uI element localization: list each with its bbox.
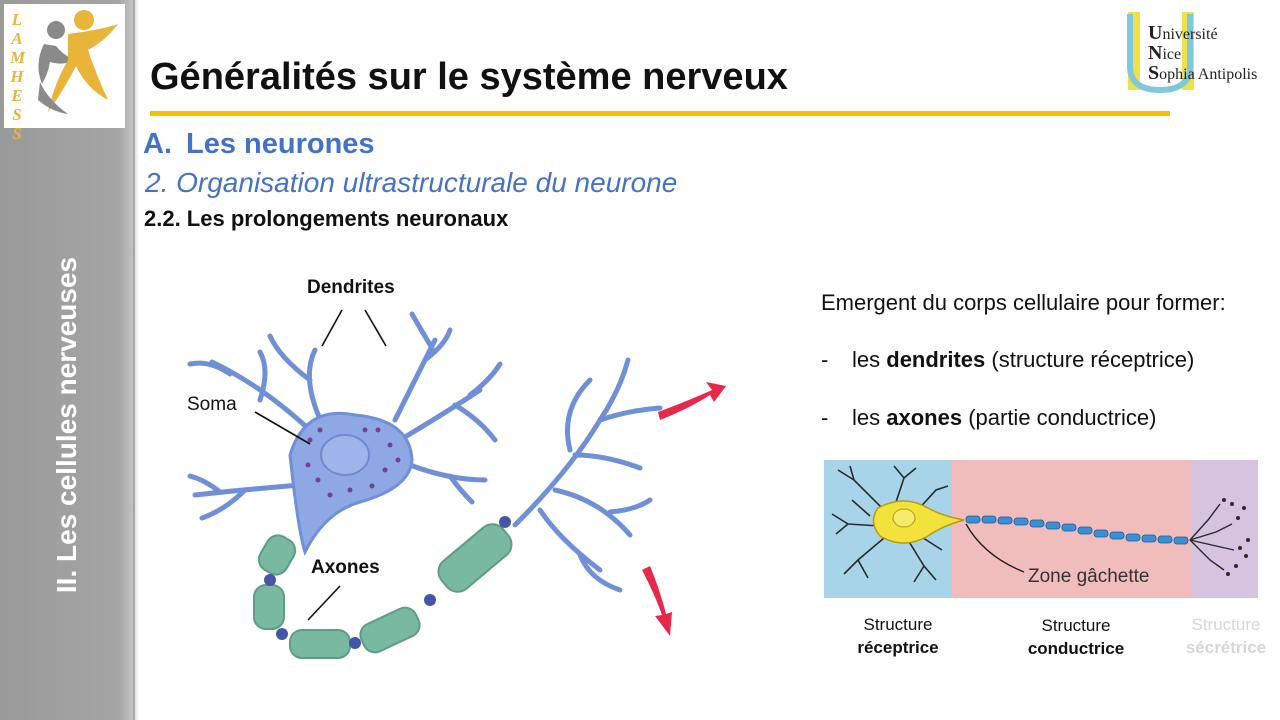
arrow-down-right-icon: [642, 566, 672, 636]
label-leader-lines: [254, 309, 387, 621]
uni-initial-n: N: [1148, 42, 1163, 64]
structure-line1: Structure: [1041, 616, 1111, 635]
arrow-up-right-icon: [658, 382, 726, 420]
neuron-illustration: [187, 309, 726, 659]
uni-word-1: niversité: [1162, 26, 1218, 43]
list-item-dendrites: -les dendrites (structure réceptrice): [821, 347, 1194, 373]
list-dash: -: [821, 347, 829, 372]
structure-line2: conductrice: [1027, 639, 1125, 658]
uni-initial-s: S: [1148, 62, 1160, 84]
structure-line2: réceptrice: [857, 638, 939, 657]
structure-line2: sécrétrice: [1185, 638, 1267, 657]
university-name: Université Nice Sophia Antipolis: [1148, 22, 1258, 84]
section-letter: A.: [143, 128, 172, 160]
diagram-axon: [965, 515, 1189, 545]
logo-letter: M: [10, 48, 26, 67]
logo-letter: S: [12, 124, 22, 143]
structure-line1: Structure: [1191, 615, 1261, 634]
university-logo-icon: [1127, 12, 1194, 94]
list-prefix: les: [852, 405, 887, 430]
lamhess-logo: L A M H E S S: [4, 4, 125, 143]
logo-letter: A: [11, 29, 23, 48]
section-heading: A. Les neurones: [143, 128, 375, 161]
section-subsubheading: 2.2. Les prolongements neuronaux: [144, 206, 509, 231]
nissl-bodies: [305, 427, 401, 498]
soma-nucleus: [320, 434, 370, 476]
intro-text: Emergent du corps cellulaire pour former…: [821, 290, 1226, 315]
neuron-zones-diagram: Zone gâchette: [824, 460, 1258, 598]
sidebar-shadow: [133, 0, 139, 720]
uni-line-1: Université: [1148, 22, 1257, 44]
logo-letter: H: [10, 67, 24, 86]
uni-line-3: Sophia Antipolis: [1148, 62, 1258, 84]
section-subheading: 2. Organisation ultrastructurale du neur…: [145, 167, 678, 198]
diagram-dendrites: [831, 465, 949, 583]
nodes-of-ranvier: [264, 516, 511, 649]
structure-secretory: Structure sécrétrice: [1176, 613, 1276, 659]
structure-line1: Structure: [863, 615, 933, 634]
axon-myelin: [253, 523, 513, 659]
list-bold-term: axones: [886, 405, 963, 430]
label-soma: Soma: [187, 394, 237, 415]
uni-word-2: ice: [1162, 46, 1182, 63]
label-axones: Axones: [311, 557, 380, 578]
logo-letter: S: [12, 105, 22, 124]
diagram-vesicles: [1222, 498, 1250, 576]
list-bold-term: dendrites: [886, 347, 986, 372]
logo-letter: L: [11, 10, 23, 29]
uni-line-2: Nice: [1148, 42, 1257, 64]
zone-trigger-label: Zone gâchette: [1028, 566, 1149, 587]
page-title: Généralités sur le système nerveux: [150, 56, 788, 98]
zone-label-leader: [965, 523, 1025, 573]
title-underline: [150, 111, 1170, 116]
section-heading-text: Les neurones: [186, 128, 375, 160]
logo-letter: E: [11, 86, 23, 105]
logo-letters: L A M H E S S: [10, 10, 26, 143]
uni-word-3: ophia Antipolis: [1159, 66, 1258, 83]
list-item-axones: -les axones (partie conductrice): [821, 405, 1157, 431]
diagram-nucleus: [892, 508, 916, 528]
structure-conductive: Structure conductrice: [1016, 614, 1136, 660]
list-suffix: (structure réceptrice): [985, 347, 1195, 372]
athlete-figures-icon: [38, 10, 118, 114]
structure-receptive: Structure réceptrice: [848, 613, 948, 659]
dendrite-branches: [187, 311, 663, 593]
list-suffix: (partie conductrice): [962, 405, 1157, 430]
list-prefix: les: [852, 347, 887, 372]
soma-body: [288, 411, 414, 556]
sidebar-title: II. Les cellules nerveuses: [51, 256, 82, 594]
diagram-terminals: [1189, 503, 1235, 571]
list-dash: -: [821, 405, 829, 430]
zone-secretory: [1192, 460, 1258, 598]
label-dendrites: Dendrites: [307, 277, 395, 298]
uni-initial-u: U: [1148, 22, 1163, 44]
